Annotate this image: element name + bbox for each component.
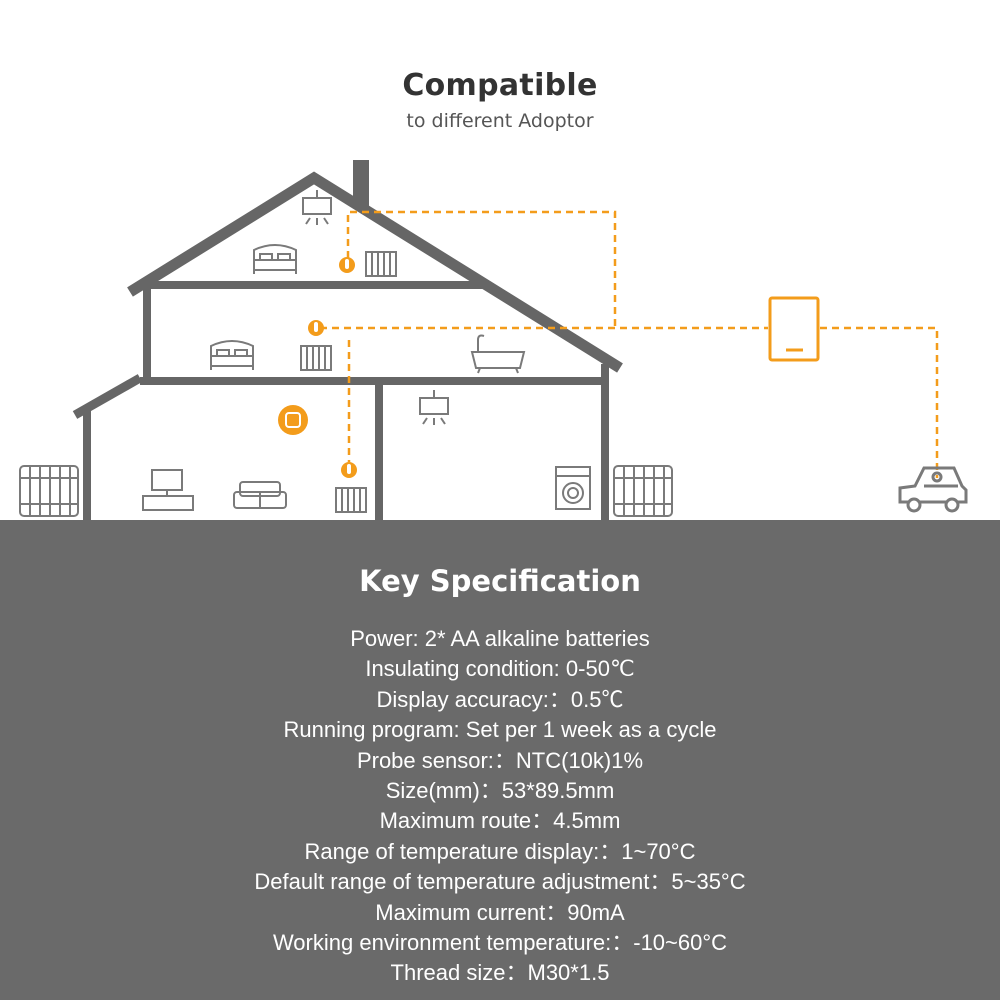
page-subtitle: to different Adoptor bbox=[406, 110, 594, 132]
spec-item: Power: 2* AA alkaline batteries bbox=[350, 626, 650, 651]
thermostat-valve-icon bbox=[339, 257, 355, 273]
thermostat-controller-icon bbox=[768, 296, 820, 362]
tv-icon bbox=[142, 469, 194, 511]
spec-item: Display accuracy:：0.5℃ bbox=[376, 686, 624, 712]
spec-item: Default range of temperature adjustment：… bbox=[254, 869, 746, 895]
sofa-icon bbox=[233, 481, 287, 509]
spec-item: Thread size：M30*1.5 bbox=[390, 960, 610, 986]
radiator-icon bbox=[300, 345, 332, 371]
spec-item: Working environment temperature:：-10~60°… bbox=[272, 929, 728, 955]
extension-roof bbox=[72, 374, 143, 419]
radiator-icon bbox=[613, 465, 673, 517]
spec-item: Probe sensor:：NTC(10k)1% bbox=[356, 747, 644, 773]
bed-icon bbox=[253, 244, 297, 274]
page-title: Compatible bbox=[402, 68, 598, 103]
spec-item: Running program: Set per 1 week as a cyc… bbox=[283, 717, 717, 743]
washing-machine-icon bbox=[555, 466, 591, 510]
gateway-hub-icon bbox=[278, 405, 308, 435]
radiator-icon bbox=[335, 487, 367, 513]
house-roof bbox=[127, 171, 623, 373]
spec-item: Size(mm)：53*89.5mm bbox=[385, 777, 615, 803]
thermostat-valve-icon bbox=[341, 462, 357, 478]
bathtub-icon bbox=[470, 334, 526, 374]
radiator-icon bbox=[19, 465, 79, 517]
connection-lines bbox=[320, 210, 939, 478]
spec-item: Maximum current：90mA bbox=[375, 899, 625, 925]
spec-list: Power: 2* AA alkaline batteries Insulati… bbox=[0, 624, 1000, 989]
spec-panel: Key Specification Power: 2* AA alkaline … bbox=[0, 520, 1000, 1000]
spec-title: Key Specification bbox=[359, 564, 641, 598]
spec-item: Insulating condition: 0-50℃ bbox=[365, 656, 635, 682]
spec-item: Range of temperature display:：1~70°C bbox=[304, 838, 696, 864]
chimney bbox=[353, 160, 369, 208]
radiator-icon bbox=[365, 251, 397, 277]
ceiling-light-icon bbox=[419, 390, 449, 425]
bed-icon bbox=[210, 340, 254, 370]
spec-item: Maximum route：4.5mm bbox=[379, 808, 621, 834]
thermostat-valve-icon bbox=[308, 320, 324, 336]
house-illustration bbox=[19, 160, 968, 522]
ceiling-light-icon bbox=[302, 190, 332, 225]
car-icon bbox=[898, 466, 968, 513]
